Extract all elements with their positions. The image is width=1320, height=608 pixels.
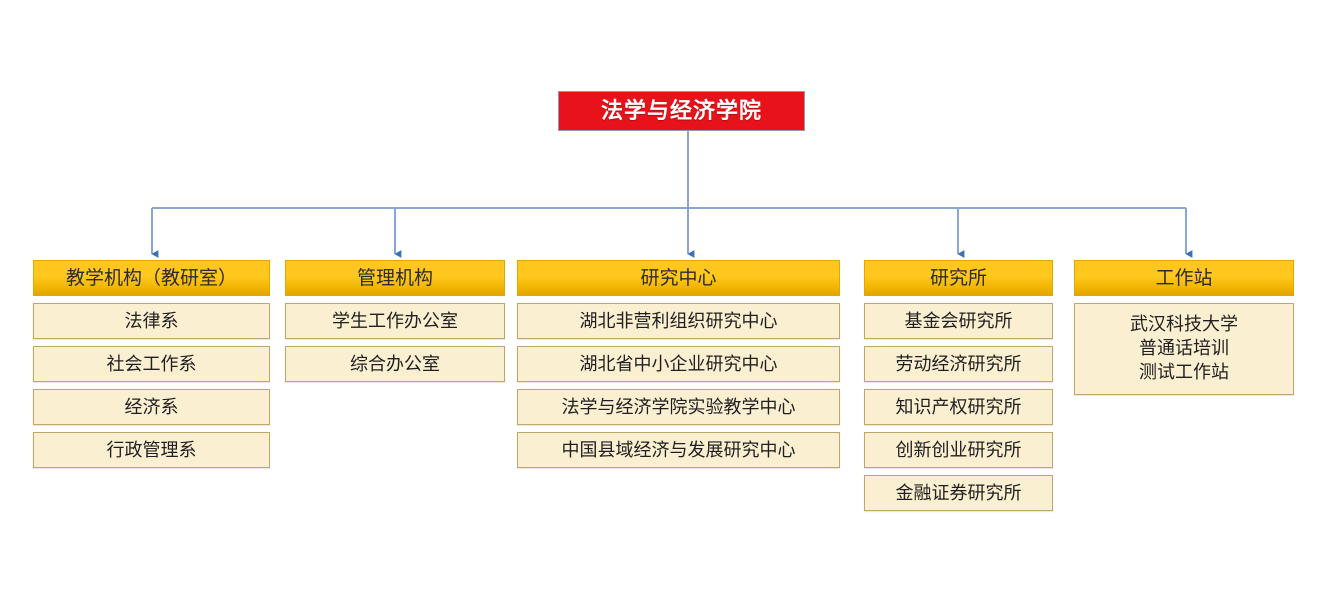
node-center-3[interactable]: 法学与经济学院实验教学中心 bbox=[517, 389, 840, 425]
column-workstation: 工作站 武汉科技大学 普通话培训 测试工作站 bbox=[1074, 260, 1294, 402]
column-header-admin[interactable]: 管理机构 bbox=[285, 260, 505, 296]
node-label: 中国县域经济与发展研究中心 bbox=[561, 439, 796, 460]
column-research-center: 研究中心 湖北非营利组织研究中心 湖北省中小企业研究中心 法学与经济学院实验教学… bbox=[517, 260, 840, 475]
column-header-label: 管理机构 bbox=[356, 267, 433, 289]
node-label: 经济系 bbox=[124, 396, 179, 417]
node-label: 知识产权研究所 bbox=[895, 396, 1022, 417]
node-teaching-2[interactable]: 社会工作系 bbox=[33, 346, 270, 382]
column-header-institute[interactable]: 研究所 bbox=[864, 260, 1053, 296]
node-center-4[interactable]: 中国县域经济与发展研究中心 bbox=[517, 432, 840, 468]
node-teaching-1[interactable]: 法律系 bbox=[33, 303, 270, 339]
column-teaching: 教学机构（教研室） 法律系 社会工作系 经济系 行政管理系 bbox=[33, 260, 270, 475]
node-label: 学生工作办公室 bbox=[332, 310, 458, 331]
root-node[interactable]: 法学与经济学院 bbox=[558, 91, 805, 131]
node-institute-5[interactable]: 金融证券研究所 bbox=[864, 475, 1053, 511]
node-label: 社会工作系 bbox=[106, 353, 197, 374]
root-node-label: 法学与经济学院 bbox=[600, 98, 762, 123]
node-label: 金融证券研究所 bbox=[895, 482, 1022, 503]
node-admin-2[interactable]: 综合办公室 bbox=[285, 346, 505, 382]
node-center-2[interactable]: 湖北省中小企业研究中心 bbox=[517, 346, 840, 382]
node-admin-1[interactable]: 学生工作办公室 bbox=[285, 303, 505, 339]
node-label: 基金会研究所 bbox=[904, 310, 1013, 331]
column-institute: 研究所 基金会研究所 劳动经济研究所 知识产权研究所 创新创业研究所 金融证券研… bbox=[864, 260, 1053, 518]
column-header-research-center[interactable]: 研究中心 bbox=[517, 260, 840, 296]
node-label: 行政管理系 bbox=[106, 439, 197, 460]
node-center-1[interactable]: 湖北非营利组织研究中心 bbox=[517, 303, 840, 339]
node-institute-3[interactable]: 知识产权研究所 bbox=[864, 389, 1053, 425]
node-teaching-4[interactable]: 行政管理系 bbox=[33, 432, 270, 468]
node-label: 创新创业研究所 bbox=[895, 439, 1022, 460]
node-label: 湖北非营利组织研究中心 bbox=[579, 310, 778, 331]
node-institute-4[interactable]: 创新创业研究所 bbox=[864, 432, 1053, 468]
node-label: 法学与经济学院实验教学中心 bbox=[561, 396, 796, 417]
node-institute-2[interactable]: 劳动经济研究所 bbox=[864, 346, 1053, 382]
column-header-label: 研究中心 bbox=[640, 267, 717, 289]
node-workstation-1[interactable]: 武汉科技大学 普通话培训 测试工作站 bbox=[1074, 303, 1294, 395]
node-label: 综合办公室 bbox=[350, 353, 440, 374]
column-header-label: 教学机构（教研室） bbox=[65, 267, 237, 289]
node-institute-1[interactable]: 基金会研究所 bbox=[864, 303, 1053, 339]
column-header-workstation[interactable]: 工作站 bbox=[1074, 260, 1294, 296]
column-admin: 管理机构 学生工作办公室 综合办公室 bbox=[285, 260, 505, 389]
node-teaching-3[interactable]: 经济系 bbox=[33, 389, 270, 425]
column-header-label: 研究所 bbox=[929, 267, 987, 289]
node-label: 劳动经济研究所 bbox=[895, 353, 1022, 374]
node-label: 武汉科技大学 普通话培训 测试工作站 bbox=[1130, 314, 1238, 382]
column-header-label: 工作站 bbox=[1155, 267, 1213, 289]
column-header-teaching[interactable]: 教学机构（教研室） bbox=[33, 260, 270, 296]
node-label: 法律系 bbox=[124, 310, 179, 331]
node-label: 湖北省中小企业研究中心 bbox=[579, 353, 778, 374]
